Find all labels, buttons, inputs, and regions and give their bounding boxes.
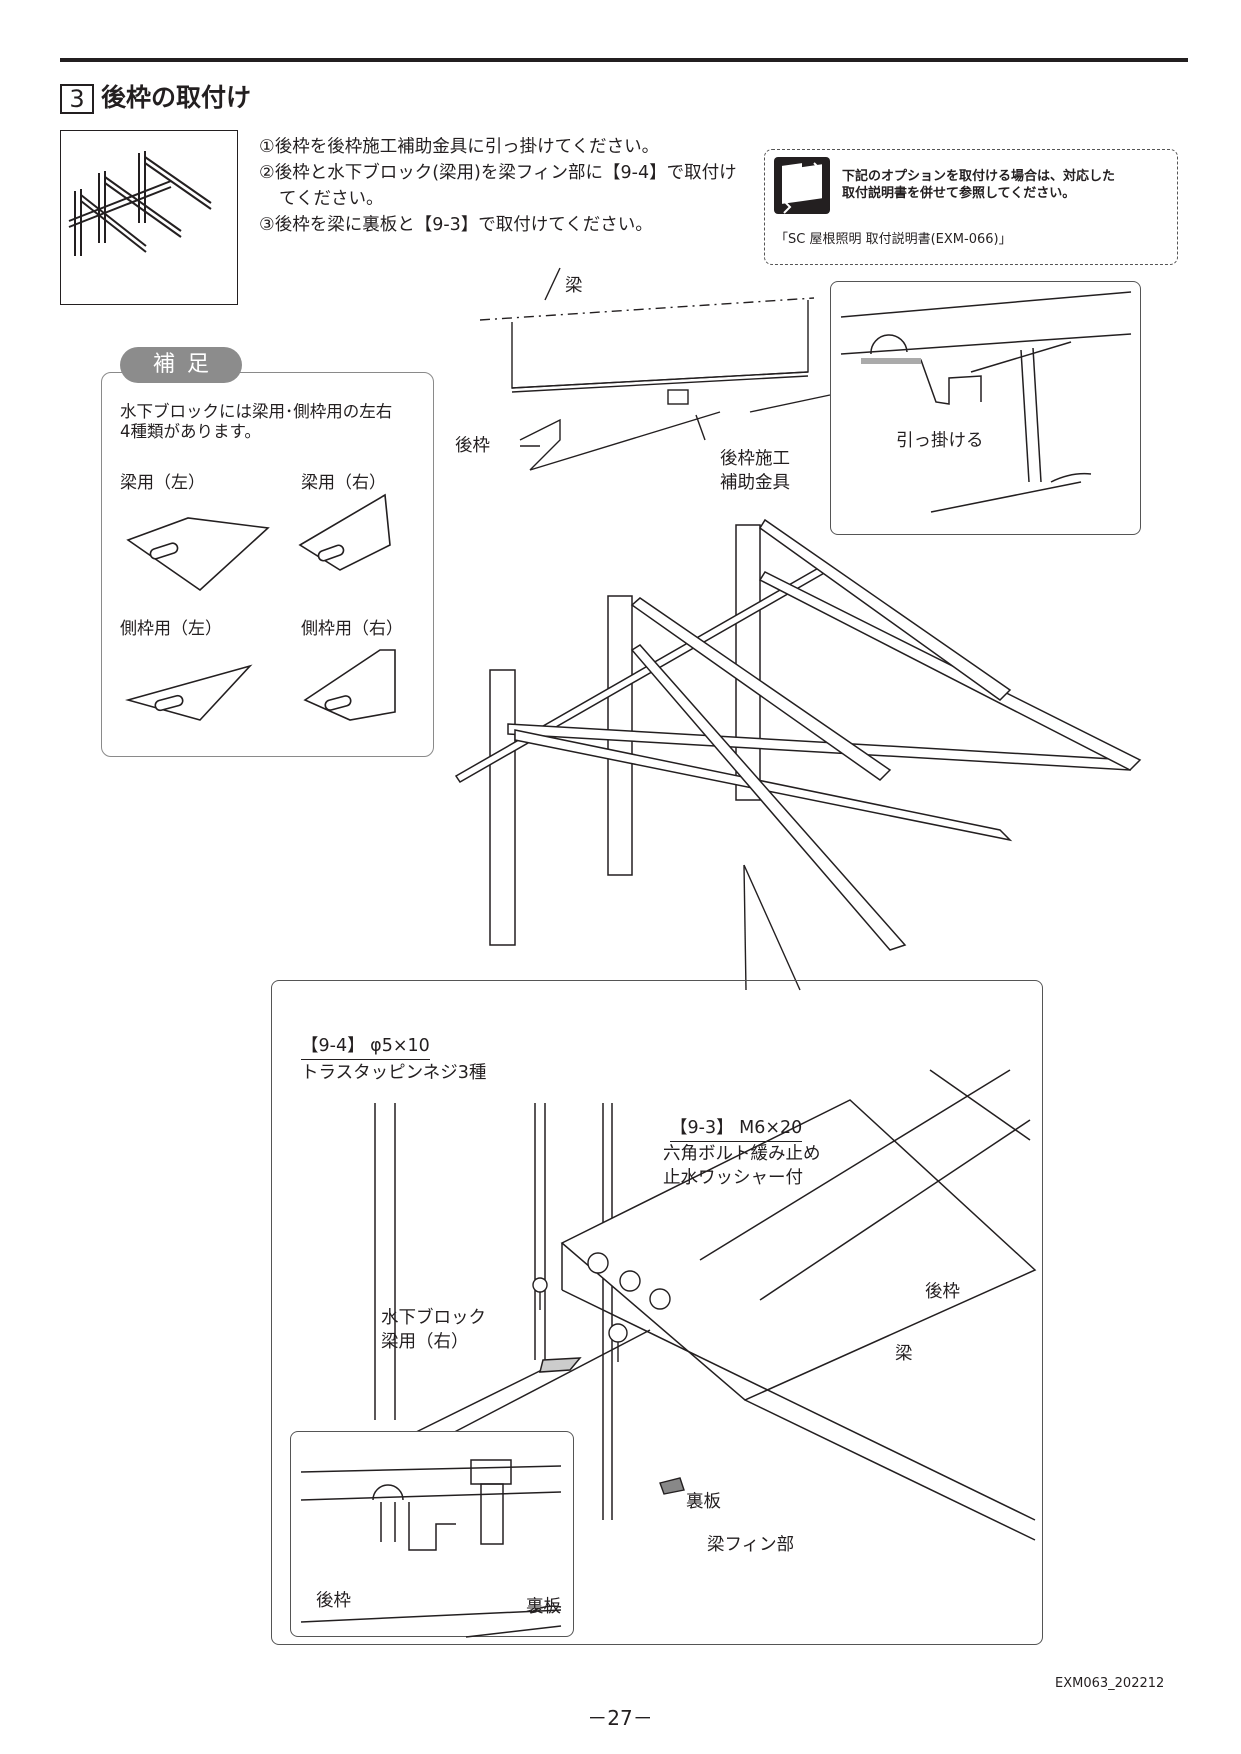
instruction-steps: ①後枠を後枠施工補助金具に引っ掛けてください。 ②後枠と水下ブロック(梁用)を梁… — [259, 134, 737, 238]
screw-code-label: 【9-4】 φ5×10 — [301, 1035, 430, 1060]
section-title: 後枠の取付け — [101, 83, 252, 112]
side-right-label: 側枠用（右） — [301, 619, 403, 639]
header-rule — [60, 58, 1188, 62]
water-block-label-1: 水下ブロック — [381, 1308, 486, 1328]
beam-label: 梁 — [565, 276, 583, 296]
block-beam-left — [126, 517, 270, 592]
thumbnail-figure — [60, 130, 238, 305]
bolt-section-inset — [290, 1431, 574, 1638]
side-left-label: 側枠用（左） — [120, 619, 222, 639]
option-manual-reference: 「SC 屋根照明 取付説明書(EXM-066)」 — [775, 232, 1012, 247]
bolt-detail-box — [271, 980, 1043, 1645]
rear-frame-detail-label: 後枠 — [925, 1282, 960, 1302]
manual-book-icon — [774, 157, 830, 214]
step-3: ③後枠を梁に裏板と【9-3】で取付けてください。 — [259, 215, 653, 235]
supplement-box — [101, 372, 434, 757]
bolt-section-drawing — [300, 1459, 562, 1638]
back-plate-label: 裏板 — [686, 1492, 721, 1512]
step-2-continued: てください。 — [279, 189, 384, 209]
bolt-desc-2: 止水ワッシャー付 — [663, 1168, 803, 1188]
option-note-text: 下記のオプションを取付ける場合は、対応した 取付説明書を併せて参照してください。 — [842, 169, 1116, 201]
hook-detail-drawing — [840, 291, 1132, 513]
water-block-label-2: 梁用（右） — [381, 1332, 469, 1352]
document-code: EXM063_202212 — [1055, 1676, 1165, 1691]
beam-right-label: 梁用（右） — [301, 473, 386, 493]
thumbnail-frame-drawing — [68, 151, 212, 256]
step-1: ①後枠を後枠施工補助金具に引っ掛けてください。 — [259, 137, 660, 157]
bolt-desc-1: 六角ボルト緩み止め — [663, 1144, 821, 1164]
hook-label: 引っ掛ける — [896, 431, 984, 451]
page-number: －27－ — [587, 1706, 653, 1730]
bracket-label-1: 後枠施工 — [720, 449, 790, 469]
option-note-box — [764, 149, 1178, 265]
bolt-code-label: 【9-3】 M6×20 — [670, 1117, 803, 1142]
hook-detail-inset — [830, 281, 1141, 535]
step-2: ②後枠と水下ブロック(梁用)を梁フィン部に【9-4】で取付け — [259, 163, 737, 183]
screw-desc-label: トラスタッピンネジ3種 — [301, 1063, 487, 1083]
section-number: 3 — [60, 84, 94, 114]
supplement-badge: 補足 — [120, 347, 242, 383]
bracket-label-2: 補助金具 — [720, 473, 790, 493]
beam-fin-label: 梁フィン部 — [707, 1535, 795, 1555]
inset-rear-frame-label: 後枠 — [316, 1591, 351, 1611]
beam-left-label: 梁用（左） — [120, 473, 205, 493]
beam-detail-label: 梁 — [895, 1344, 913, 1364]
inset-back-plate-label: 裏板 — [526, 1597, 561, 1617]
supplement-text: 水下ブロックには梁用･側枠用の左右 4種類があります。 — [120, 402, 393, 441]
rear-frame-label: 後枠 — [455, 436, 490, 456]
